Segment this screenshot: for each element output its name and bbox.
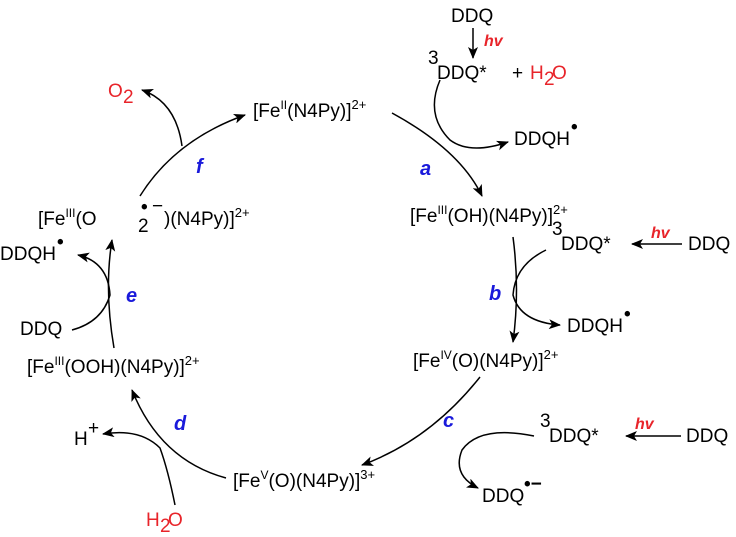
step-label-a: a [420, 158, 431, 180]
svg-text:−: − [152, 196, 163, 217]
svg-text:DDQ: DDQ [482, 486, 524, 507]
svg-text:2: 2 [160, 516, 171, 537]
species-fe3-oh-n4py: [FeIII(OH)(N4Py)]2+ [410, 202, 568, 227]
ddq-c: DDQ [686, 426, 728, 447]
cycle-arrow-a [391, 112, 483, 197]
svg-text:)(N4Py)]2+: )(N4Py)]2+ [164, 205, 250, 230]
ddq-top: DDQ [451, 6, 493, 27]
triplet-ddq-b: 3 DDQ* [552, 219, 611, 255]
svg-text:[FeIII(O: [FeIII(O [38, 206, 97, 230]
oxygen-product: O 2 [108, 81, 134, 108]
svg-text:DDQ*: DDQ* [549, 426, 599, 447]
cycle-arrow-d [131, 389, 227, 479]
step-label-b: b [489, 283, 501, 305]
ddq-radical-anion: DDQ •− [482, 474, 542, 507]
svg-text:H: H [146, 510, 160, 531]
ddq-e: DDQ [20, 319, 62, 340]
svg-text:DDQH: DDQH [567, 316, 623, 337]
side-arrow-b [512, 249, 561, 330]
svg-text:3: 3 [540, 411, 551, 432]
plus-sign: + [512, 63, 523, 84]
svg-text:DDQH: DDQH [0, 244, 56, 265]
step-label-c: c [443, 410, 454, 432]
svg-text:•: • [571, 117, 578, 138]
side-arrow-d [102, 427, 176, 506]
step-label-e: e [126, 285, 137, 307]
side-arrow-c [458, 431, 535, 489]
triplet-ddq-top: 3 DDQ* [428, 48, 487, 84]
species-fe2-n4py: [FeII(N4Py)]2+ [253, 97, 366, 122]
svg-text:•−: •− [524, 474, 542, 495]
cycle-arrow-e [105, 239, 116, 349]
ddq-b: DDQ [688, 234, 730, 255]
species-fe3-superoxo-n4py: [FeIII(O • − 2 )(N4Py)]2+ [38, 196, 250, 237]
proton: H + [74, 418, 99, 450]
svg-text:•: • [57, 232, 64, 253]
svg-text:2: 2 [123, 87, 134, 108]
svg-text:O: O [168, 510, 183, 531]
svg-text:3: 3 [552, 219, 563, 240]
species-fe3-ooh-n4py: [FeIII(OOH)(N4Py)]2+ [27, 353, 200, 378]
hv-label-c: hv [635, 416, 655, 433]
svg-text:O: O [552, 63, 567, 84]
svg-text:O: O [108, 81, 123, 102]
cycle-arrow-b [509, 236, 520, 343]
ddqh-radical-e: DDQH • [0, 232, 64, 265]
svg-text:+: + [88, 418, 99, 439]
triplet-ddq-c: 3 DDQ* [540, 411, 599, 447]
svg-text:DDQH: DDQH [514, 129, 570, 150]
step-label-f: f [196, 156, 205, 178]
side-arrow-a [433, 79, 509, 151]
hv-label-b: hv [651, 225, 671, 242]
water-top: H 2 O [530, 63, 567, 90]
svg-text:•: • [624, 304, 631, 325]
svg-text:2: 2 [138, 216, 149, 237]
step-label-d: d [174, 413, 187, 435]
cycle-arrow-c [361, 376, 481, 466]
ddqh-radical-b: DDQH • [567, 304, 631, 337]
hv-label-top: hv [484, 33, 504, 50]
svg-text:DDQ*: DDQ* [561, 234, 611, 255]
water-bottom: H 2 O [146, 510, 183, 537]
cycle-arrow-f [139, 113, 246, 197]
svg-text:3: 3 [428, 48, 439, 69]
ddqh-radical-a: DDQH • [514, 117, 578, 150]
side-arrow-e [71, 252, 111, 331]
svg-text:H: H [530, 63, 544, 84]
svg-text:2: 2 [544, 69, 555, 90]
species-fe5-o-n4py: [FeV(O)(N4Py)]3+ [233, 467, 375, 492]
side-arrow-f [141, 88, 183, 147]
species-fe4-o-n4py: [FeIV(O)(N4Py)]2+ [413, 347, 558, 372]
svg-text:H: H [74, 429, 88, 450]
svg-text:•: • [141, 197, 148, 218]
svg-text:DDQ*: DDQ* [437, 63, 487, 84]
